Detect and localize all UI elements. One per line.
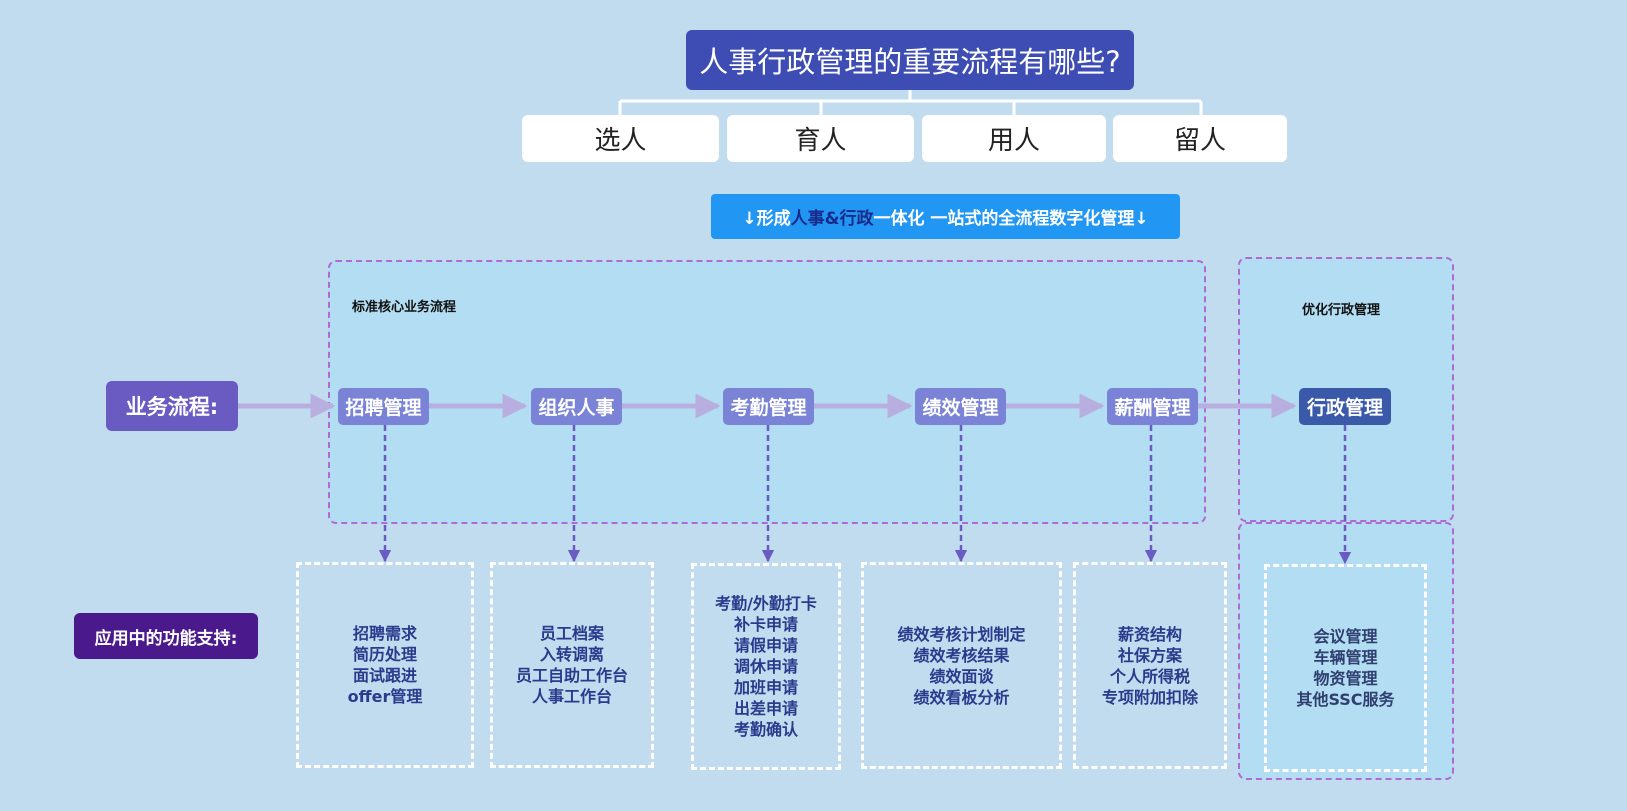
function-item: 考勤/外勤打卡	[715, 594, 817, 613]
page-title: 人事行政管理的重要流程有哪些?	[686, 30, 1134, 90]
function-item: 员工档案	[539, 624, 604, 643]
function-item: 人事工作台	[531, 687, 612, 706]
category-develop-people: 育人	[727, 115, 914, 162]
step-performance: 绩效管理	[915, 388, 1006, 425]
function-item: 简历处理	[352, 645, 417, 664]
function-item: 社保方案	[1117, 645, 1182, 665]
step-attendance: 考勤管理	[723, 388, 814, 425]
function-item: 调休申请	[733, 657, 798, 676]
function-item: 绩效考核结果	[913, 645, 1010, 665]
function-item: 加班申请	[733, 678, 798, 697]
banner-prefix: ↓形成	[742, 209, 791, 229]
function-item: 入转调离	[539, 645, 604, 664]
organization-functions: 员工档案 入转调离 员工自助工作台 人事工作台	[490, 562, 654, 768]
flow-row-label: 业务流程:	[106, 381, 238, 431]
administration-functions: 会议管理 车辆管理 物资管理 其他SSC服务	[1264, 564, 1427, 772]
attendance-functions: 考勤/外勤打卡 补卡申请 请假申请 调休申请 加班申请 出差申请 考勤确认	[691, 563, 841, 770]
compensation-functions: 薪资结构 社保方案 个人所得税 专项附加扣除	[1073, 562, 1227, 769]
category-select-people: 选人	[522, 115, 719, 162]
core-process-label: 标准核心业务流程	[352, 300, 457, 315]
recruitment-functions: 招聘需求 简历处理 面试跟进 offer管理	[296, 562, 474, 768]
function-item: 车辆管理	[1313, 648, 1378, 667]
function-item: 物资管理	[1313, 669, 1378, 688]
function-item: 请假申请	[733, 636, 798, 655]
tree-connector	[618, 90, 1203, 115]
functions-row-label: 应用中的功能支持:	[74, 613, 258, 659]
function-item: offer管理	[347, 687, 423, 706]
function-item: 绩效看板分析	[913, 687, 1010, 707]
function-item: 员工自助工作台	[515, 666, 628, 685]
step-administration: 行政管理	[1299, 388, 1391, 425]
performance-functions: 绩效考核计划制定 绩效考核结果 绩效面谈 绩效看板分析	[861, 562, 1062, 769]
function-item: 会议管理	[1313, 627, 1378, 646]
function-item: 绩效考核计划制定	[897, 624, 1026, 644]
function-item: 个人所得税	[1109, 666, 1190, 686]
category-use-people: 用人	[922, 115, 1106, 162]
function-item: 招聘需求	[352, 624, 417, 643]
function-item: 专项附加扣除	[1101, 687, 1198, 707]
banner-suffix: 一体化 一站式的全流程数字化管理↓	[873, 209, 1149, 229]
admin-region-label: 优化行政管理	[1302, 303, 1381, 318]
step-compensation: 薪酬管理	[1107, 388, 1198, 425]
function-item: 出差申请	[733, 699, 798, 718]
step-recruitment: 招聘管理	[338, 388, 429, 425]
banner-highlight: 人事&行政	[790, 209, 874, 229]
function-item: 绩效面谈	[929, 666, 994, 686]
step-organization: 组织人事	[531, 388, 622, 425]
function-item: 面试跟进	[352, 666, 417, 685]
function-item: 补卡申请	[733, 615, 798, 634]
function-item: 薪资结构	[1117, 624, 1182, 644]
integration-banner: ↓形成人事&行政一体化 一站式的全流程数字化管理↓	[711, 194, 1180, 239]
function-item: 考勤确认	[733, 720, 798, 739]
function-item: 其他SSC服务	[1296, 690, 1395, 709]
category-retain-people: 留人	[1113, 115, 1287, 162]
